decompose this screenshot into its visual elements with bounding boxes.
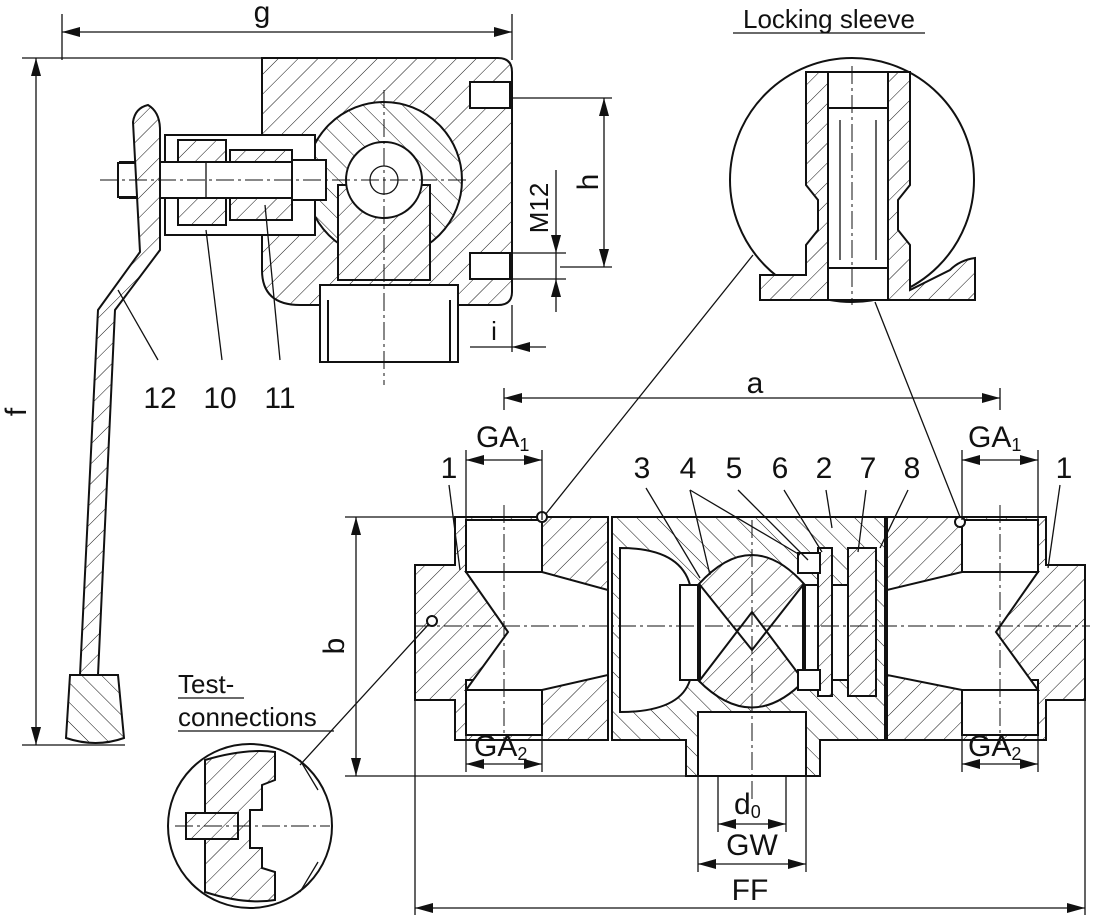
part-1-right: 1 [1056,452,1073,485]
dim-h: h [512,97,612,268]
part-4: 4 [680,452,697,485]
part-1-left: 1 [441,452,458,485]
label-ff: FF [732,874,769,907]
svg-text:GA2: GA2 [474,730,527,764]
label-b: b [318,638,351,655]
ga1-left-sub: 1 [519,435,529,455]
test-connections-detail: Test- connections [167,669,334,909]
label-f: f [0,407,33,416]
ga1-right-sub: 1 [1011,435,1021,455]
leader-locking-left [544,254,754,516]
side-view [64,57,513,744]
locking-sleeve-detail: Locking sleeve [729,4,976,305]
ga2-left-sub: 2 [517,744,527,764]
main-valve-section [414,505,1090,800]
part-12: 12 [143,382,176,415]
ga2-right-sub: 2 [1011,744,1021,764]
dim-gw: GW [697,776,807,872]
dim-ga1-left: GA1 [465,421,543,520]
dim-a: a [503,367,1001,410]
svg-text:GA1: GA1 [968,421,1021,455]
part-10: 10 [203,382,236,415]
leader-locking-right [874,301,961,518]
side-view-part-labels: 12 10 11 [117,204,296,415]
svg-text:d0: d0 [734,788,761,822]
ga1-right-main: GA [968,421,1011,454]
d0-sub: 0 [751,802,761,822]
label-m12: M12 [524,183,554,234]
dim-d0: d0 [717,776,787,832]
leader-test-connection [299,624,429,766]
part-8: 8 [904,452,921,485]
part-7: 7 [860,452,877,485]
dim-g: g [61,0,513,60]
ga1-left-main: GA [476,421,519,454]
part-2: 2 [816,452,833,485]
ga2-right-main: GA [968,730,1011,763]
part-6: 6 [772,452,789,485]
label-gw: GW [726,829,778,862]
main-section-part-labels: 1 3 4 5 6 2 7 8 1 [441,452,1073,579]
dim-ga2-left: GA2 [465,730,543,772]
label-h: h [572,174,605,191]
test-label-line2: connections [178,702,317,732]
dim-ga1-right: GA1 [961,421,1039,520]
part-11: 11 [264,382,295,415]
dim-ff: FF [414,700,1086,915]
part-5: 5 [726,452,743,485]
label-i: i [491,316,497,346]
dim-m12: M12 [470,170,566,312]
part-3: 3 [634,452,651,485]
label-g: g [254,0,271,29]
label-a: a [747,367,764,400]
test-label-line1: Test- [178,669,234,699]
dim-b: b [318,516,686,777]
ga2-left-main: GA [474,730,517,763]
dim-f: f [0,57,262,746]
dim-ga2-right: GA2 [961,730,1039,772]
d0-main: d [734,788,751,821]
svg-text:GA1: GA1 [476,421,529,455]
locking-sleeve-title: Locking sleeve [743,4,915,34]
svg-text:GA2: GA2 [968,730,1021,764]
dim-i: i [470,305,546,352]
